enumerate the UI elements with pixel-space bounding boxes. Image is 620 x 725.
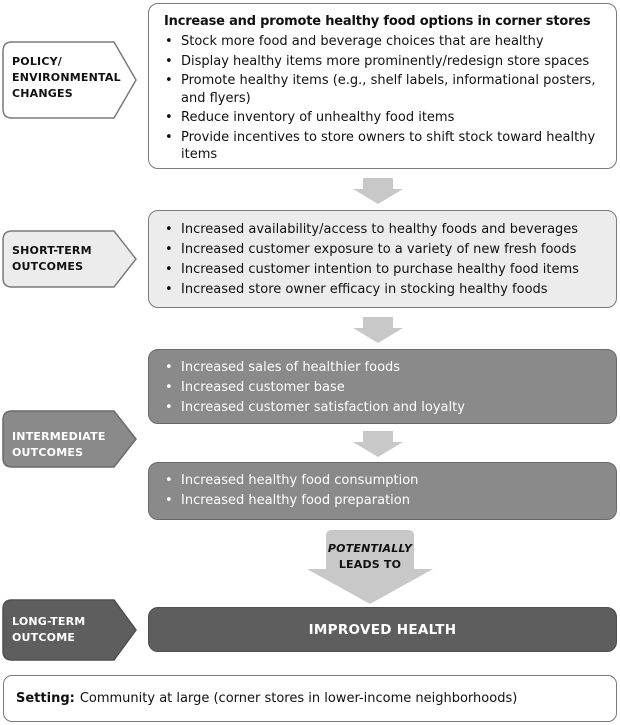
leads-to-text: LEADS TO: [338, 558, 402, 571]
short-term-stage-tab: [2, 230, 137, 288]
list-item: Increased customer exposure to a variety…: [155, 241, 606, 259]
intermediate-list-b: Increased healthy food consumption Incre…: [155, 472, 606, 510]
intermediate-box-b: Increased healthy food consumption Incre…: [148, 462, 617, 520]
list-item: Increased availability/access to healthy…: [155, 221, 606, 239]
setting-box: Setting: Community at large (corner stor…: [3, 675, 617, 722]
down-arrow-icon: [353, 178, 403, 204]
setting-label: Setting:: [16, 691, 75, 706]
list-item: Provide incentives to store owners to sh…: [155, 129, 606, 164]
intermediate-list-a: Increased sales of healthier foods Incre…: [155, 359, 606, 417]
list-item: Reduce inventory of unhealthy food items: [155, 109, 606, 127]
down-arrow-icon: [353, 317, 403, 343]
list-item: Increased healthy food preparation: [155, 492, 606, 510]
down-arrow-icon: [353, 431, 403, 457]
list-item: Display healthy items more prominently/r…: [155, 53, 606, 71]
list-item: Increased customer satisfaction and loya…: [155, 399, 606, 417]
leads-to-label: POTENTIALLY LEADS TO: [306, 541, 434, 573]
short-term-box: Increased availability/access to healthy…: [148, 210, 617, 308]
intermediate-stage-label: INTERMEDIATE OUTCOMES: [12, 430, 106, 459]
list-item: Increased sales of healthier foods: [155, 359, 606, 377]
leads-to-arrow-icon: [307, 530, 433, 604]
policy-list: Stock more food and beverage choices tha…: [155, 33, 606, 164]
list-item: Increased store owner efficacy in stocki…: [155, 281, 606, 299]
potentially-text: POTENTIALLY: [327, 542, 413, 555]
intermediate-box-a: Increased sales of healthier foods Incre…: [148, 349, 617, 424]
short-term-list: Increased availability/access to healthy…: [155, 221, 606, 299]
list-item: Promote healthy items (e.g., shelf label…: [155, 72, 606, 107]
short-term-stage-label: SHORT-TERM OUTCOMES: [12, 244, 92, 273]
policy-box: Increase and promote healthy food option…: [148, 3, 617, 169]
setting-text: Community at large (corner stores in low…: [79, 691, 518, 706]
improved-health-text: IMPROVED HEALTH: [308, 621, 457, 638]
list-item: Increased healthy food consumption: [155, 472, 606, 490]
policy-stage-tab: [2, 41, 137, 119]
policy-stage-label: POLICY/ ENVIRONMENTAL CHANGES: [12, 55, 121, 100]
list-item: Increased customer intention to purchase…: [155, 261, 606, 279]
list-item: Stock more food and beverage choices tha…: [155, 33, 606, 51]
list-item: Increased customer base: [155, 379, 606, 397]
long-term-stage-tab: [2, 599, 137, 661]
policy-heading: Increase and promote healthy food option…: [164, 14, 591, 29]
improved-health-box: IMPROVED HEALTH: [148, 607, 617, 652]
long-term-stage-label: LONG-TERM OUTCOME: [12, 615, 86, 644]
intermediate-stage-tab: [2, 410, 137, 468]
